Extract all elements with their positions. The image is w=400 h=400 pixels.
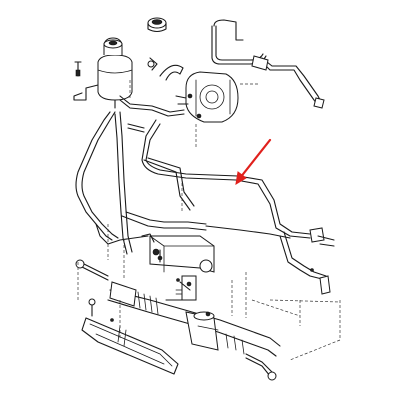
pressure-line [141, 119, 311, 239]
reservoir-bracket [73, 61, 99, 101]
fluid-reservoir [97, 37, 133, 109]
highlight-arrow [235, 138, 272, 185]
reservoir-cap [147, 17, 167, 33]
valve-block [141, 233, 215, 273]
hose-clamp-fittings [127, 57, 184, 133]
return-hose [119, 95, 185, 117]
tie-rod-left [75, 259, 109, 281]
supply-hose-left [75, 111, 119, 241]
mounting-bracket [165, 275, 197, 301]
hardware-clamps [157, 249, 314, 291]
steering-rack [107, 281, 281, 357]
assembly-guidelines [77, 80, 341, 361]
cooler-line-upper [211, 19, 325, 109]
tie-rod-right [245, 353, 277, 381]
center-hose [114, 111, 133, 255]
cooler-loop-lower [81, 298, 179, 375]
rack-feed-lines [95, 211, 335, 295]
steering-pump [175, 71, 239, 123]
